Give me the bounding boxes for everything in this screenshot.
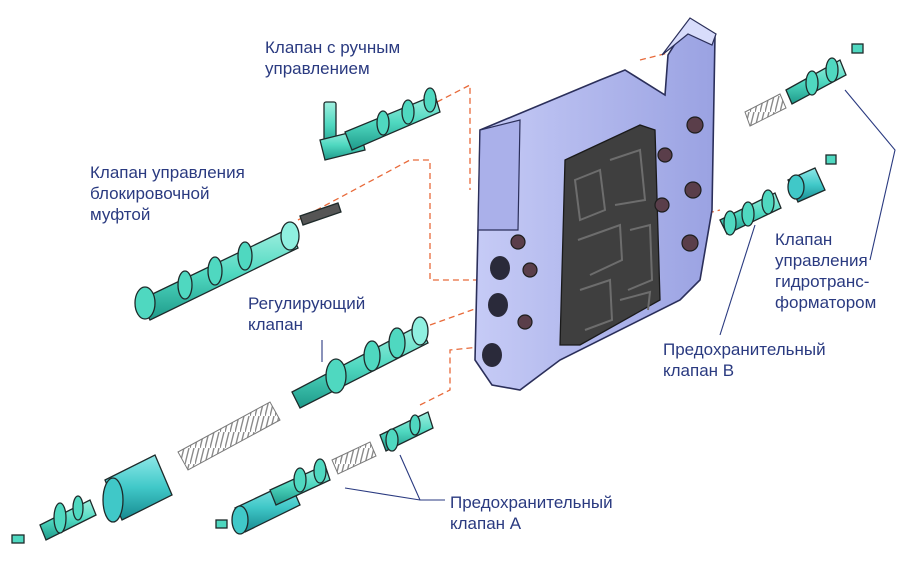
label-lockup-valve: Клапан управления блокировочной муфтой [90, 163, 245, 224]
label-torque-converter-valve: Клапан управления гидротранс- форматором [775, 230, 877, 312]
relief-valve-b [719, 154, 837, 236]
label-relief-valve-b: Предохранительный клапан В [663, 340, 826, 380]
plug-assembly [11, 495, 97, 544]
regulating-valve-sleeve [102, 454, 173, 523]
label-regulating-valve: Регулирующий клапан [248, 294, 366, 334]
separator-plate [559, 124, 661, 346]
regulating-valve-spool [291, 316, 429, 409]
lockup-valve-pin [299, 202, 342, 226]
torque-converter-valve [744, 43, 864, 127]
lockup-valve-spool [134, 221, 300, 321]
relief-valve-a [215, 411, 434, 535]
oil-passages [573, 148, 654, 331]
valve-bores [510, 116, 704, 330]
manual-valve [319, 87, 441, 161]
label-leader-lines [321, 89, 896, 501]
label-relief-valve-a: Предохранительный клапан А [450, 493, 613, 533]
label-manual-valve: Клапан с ручным управлением [265, 38, 401, 78]
regulating-valve-spring [177, 401, 281, 471]
valve-body-housing [474, 17, 717, 391]
bore-openings [482, 256, 510, 367]
